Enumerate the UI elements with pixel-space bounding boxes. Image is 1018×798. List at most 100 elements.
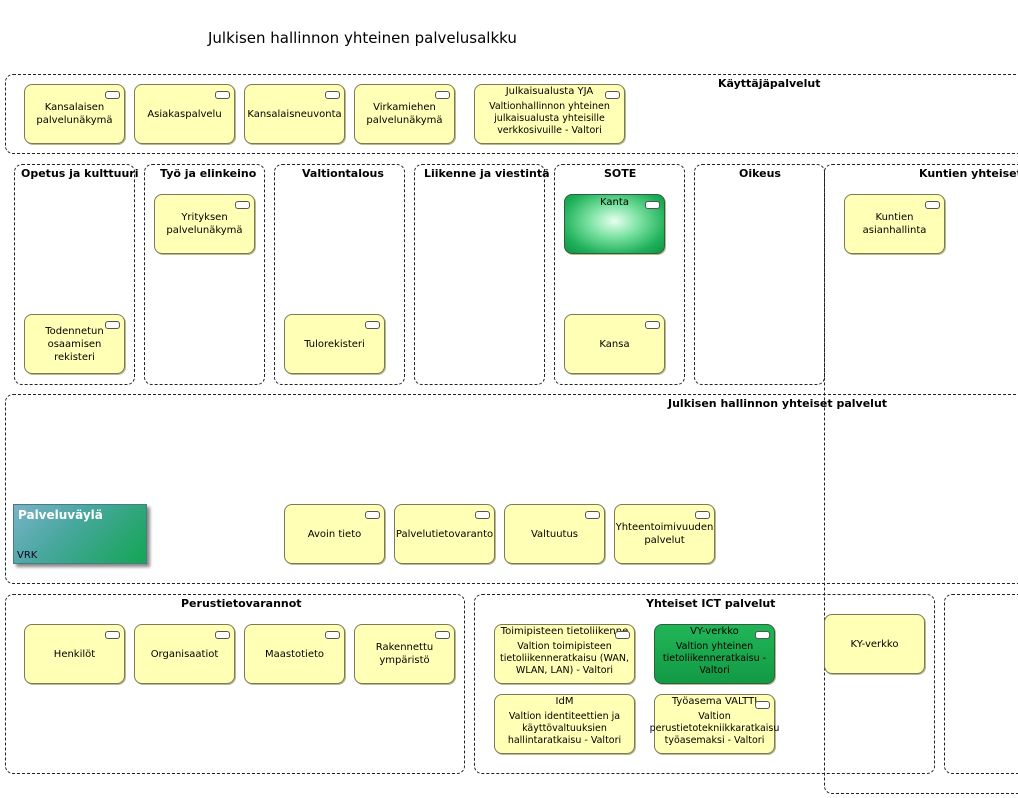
service-icon [215,631,230,639]
node-kansa[interactable]: Kansa [564,314,665,374]
service-icon [325,91,340,99]
node-label: Henkilöt [53,648,96,660]
service-icon [645,201,660,209]
service-icon [105,321,120,329]
node-label: Yhteentoimivuuden palvelut [615,522,714,546]
node-label: Yrityksen palvelunäkymä [166,212,243,236]
group-label-perustieto: Perustietovarannot [181,597,302,610]
service-icon [695,511,710,519]
group-valtiontalous[interactable] [274,164,405,385]
palveluvayla-bus[interactable]: Palveluväylä VRK [13,504,147,564]
service-icon [605,91,620,99]
node-label: Kuntien asianhallinta [862,212,927,236]
group-opetus[interactable] [14,164,135,385]
group-tyo[interactable] [144,164,265,385]
service-icon [615,631,630,639]
group-label-jhyp: Julkisen hallinnon yhteiset palvelut [668,397,888,410]
service-icon [365,321,380,329]
node-title: Toimipisteen tietoliikenne [500,626,629,637]
group-kayttajapalvelut[interactable] [5,74,1018,154]
node-label: Valtion toimipisteen tietoliikenneratkai… [499,641,629,676]
node-label: Virkamiehen palvelunäkymä [366,102,443,126]
node-avoin-tieto[interactable]: Avoin tieto [284,504,385,564]
node-label: Valtion identiteettien ja käyttövaltuuks… [507,711,622,746]
node-yhteentoimivuuden-palvelut[interactable]: Yhteentoimivuuden palvelut [614,504,715,564]
node-asiakaspalvelu[interactable]: Asiakaspalvelu [134,84,235,144]
node-label: Palvelutietovaranto [395,528,494,540]
service-icon [325,631,340,639]
service-icon [585,511,600,519]
group-perustietovarannot[interactable] [5,594,465,774]
service-icon [235,201,250,209]
service-icon [215,91,230,99]
service-icon [755,631,770,639]
group-right-extra[interactable] [944,594,1018,774]
node-label: Kanta [600,197,629,208]
bus-name: Palveluväylä [18,508,103,522]
node-kansalaisneuvonta[interactable]: Kansalaisneuvonta [244,84,345,144]
node-label: Organisaatiot [150,648,219,660]
node-idm[interactable]: IdM Valtion identiteettien ja käyttövaltu… [494,694,635,754]
service-icon [435,91,450,99]
service-icon [925,201,940,209]
node-henkilot[interactable]: Henkilöt [24,624,125,684]
service-icon [105,631,120,639]
node-label: Valtion perustietotekniikkaratkaisu työa… [649,711,780,746]
service-icon [365,511,380,519]
group-label-ict: Yhteiset ICT palvelut [646,597,776,610]
service-icon [435,631,450,639]
group-label-oikeus: Oikeus [739,167,781,180]
group-label-opetus: Opetus ja kulttuuri [21,167,139,180]
node-todennetun-osaamisen[interactable]: Todennetun osaamisen rekisteri [24,314,125,374]
node-label: Avoin tieto [307,528,362,540]
node-yrityksen-palvelunakyma[interactable]: Yrityksen palvelunäkymä [154,194,255,254]
node-label: Valtion yhteinen tietoliikenneratkaisu -… [662,641,767,676]
group-label-valtiontalous: Valtiontalous [302,167,384,180]
diagram-title: Julkisen hallinnon yhteinen palvelusalkk… [208,29,517,47]
group-label-kayttajapalvelut: Käyttäjäpalvelut [718,77,821,90]
node-label: Kansalaisneuvonta [247,108,342,120]
node-ky-verkko[interactable]: KY-verkko [824,614,925,674]
node-label: Maastotieto [264,648,325,660]
node-palvelutietovaranto[interactable]: Palvelutietovaranto [394,504,495,564]
service-icon [475,511,490,519]
node-label: Valtuutus [530,528,579,540]
node-label: Rakennettu ympäristö [375,642,434,666]
node-virkamiehen-palvelunakyma[interactable]: Virkamiehen palvelunäkymä [354,84,455,144]
node-rakennettu-ymparisto[interactable]: Rakennettu ympäristö [354,624,455,684]
node-title: Työasema VALTTI [671,696,758,707]
node-kuntien-asianhallinta[interactable]: Kuntien asianhallinta [844,194,945,254]
node-label: Tulorekisteri [304,338,365,350]
node-label: KY-verkko [850,638,899,650]
node-label: Kansa [599,338,630,350]
node-organisaatiot[interactable]: Organisaatiot [134,624,235,684]
node-title: Julkaisualusta YJA [505,86,594,97]
group-sote[interactable] [554,164,685,385]
node-title: IdM [555,696,574,707]
node-title: VY-verkko [690,626,739,637]
service-icon [105,91,120,99]
group-label-kuntien: Kuntien yhteiset [919,167,1018,180]
group-oikeus[interactable] [694,164,825,385]
group-label-sote: SOTE [604,167,637,180]
node-kanta[interactable]: Kanta [564,194,665,254]
node-maastotieto[interactable]: Maastotieto [244,624,345,684]
node-label: Kansalaisen palvelunäkymä [36,102,113,126]
group-label-tyo: Työ ja elinkeino [160,167,257,180]
node-tulorekisteri[interactable]: Tulorekisteri [284,314,385,374]
bus-owner: VRK [17,550,38,561]
group-yhteiset-ict[interactable] [474,594,935,774]
node-label: Asiakaspalvelu [147,108,222,120]
service-icon [755,701,770,709]
service-icon [645,321,660,329]
node-kansalaisen-palvelunakyma[interactable]: Kansalaisen palvelunäkymä [24,84,125,144]
node-label: Todennetun osaamisen rekisteri [45,325,104,363]
node-tyoasema-valtti[interactable]: Työasema VALTTI Valtion perustietotekniik… [650,694,779,754]
group-liikenne[interactable] [414,164,545,385]
node-valtuutus[interactable]: Valtuutus [504,504,605,564]
group-julkisen-hallinnon-yhteiset[interactable] [5,394,1018,584]
group-kuntien-yhteiset[interactable] [824,164,1018,794]
